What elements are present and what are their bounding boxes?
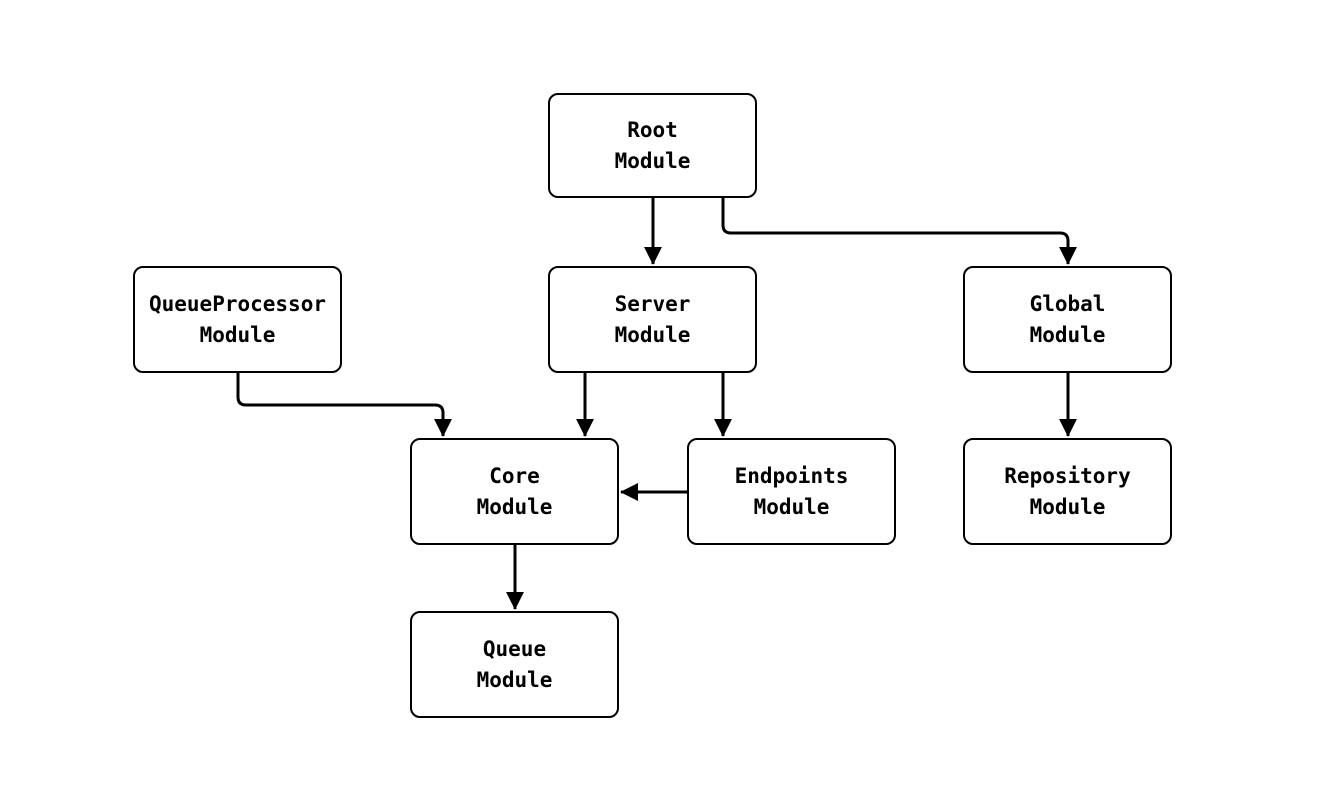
- node-endpoints-module: Endpoints Module: [687, 438, 896, 545]
- node-repository-module-label: Repository Module: [1004, 464, 1131, 519]
- edge-root-to-global: [721, 198, 1077, 265]
- node-queue-module: Queue Module: [410, 611, 619, 718]
- edge-queueprocessor-to-core: [236, 373, 452, 437]
- node-core-module-label: Core Module: [476, 464, 553, 519]
- node-core-module: Core Module: [410, 438, 619, 545]
- node-global-module: Global Module: [963, 266, 1172, 373]
- node-server-module: Server Module: [548, 266, 757, 373]
- node-server-module-label: Server Module: [614, 292, 691, 347]
- node-repository-module: Repository Module: [963, 438, 1172, 545]
- node-endpoints-module-label: Endpoints Module: [734, 464, 849, 519]
- node-global-module-label: Global Module: [1029, 292, 1106, 347]
- node-root-module-label: Root Module: [614, 118, 691, 173]
- node-queueprocessor-module-label: QueueProcessor Module: [148, 292, 326, 347]
- node-queueprocessor-module: QueueProcessor Module: [133, 266, 342, 373]
- node-queue-module-label: Queue Module: [476, 637, 553, 692]
- node-root-module: Root Module: [548, 93, 757, 198]
